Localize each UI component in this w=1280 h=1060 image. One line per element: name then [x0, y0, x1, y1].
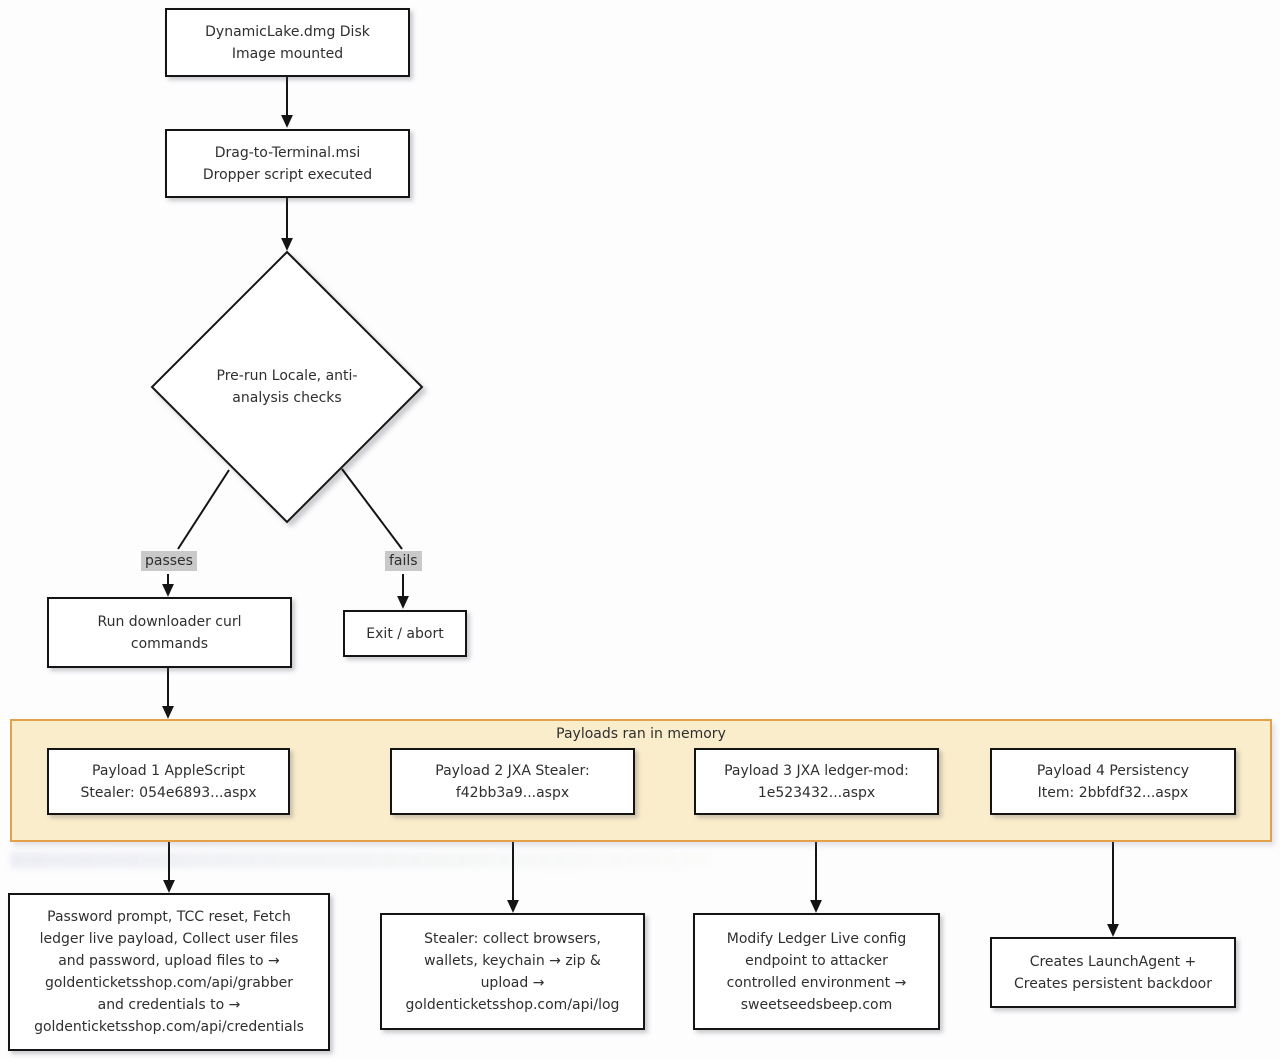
- node-dropper-script: Drag-to-Terminal.msi Dropper script exec…: [165, 129, 410, 198]
- node-payload-3: Payload 3 JXA ledger-mod: 1e523432...asp…: [694, 748, 939, 815]
- node-payload-2: Payload 2 JXA Stealer: f42bb3a9...aspx: [390, 748, 635, 815]
- node-run-downloader: Run downloader curl commands: [47, 597, 292, 668]
- faded-artifact-band: [10, 852, 710, 868]
- edge-label-passes: passes: [141, 551, 197, 571]
- node-action-ledger-mod: Modify Ledger Live config endpoint to at…: [693, 913, 940, 1030]
- node-action-stealer: Stealer: collect browsers, wallets, keyc…: [380, 913, 645, 1030]
- node-exit-abort: Exit / abort: [343, 610, 467, 657]
- branch-passes-line: [177, 469, 230, 550]
- decision-diamond-shape: [150, 250, 424, 524]
- node-payload-1: Payload 1 AppleScript Stealer: 054e6893.…: [47, 748, 290, 815]
- edge-label-fails: fails: [385, 551, 422, 571]
- node-action-grabber: Password prompt, TCC reset, Fetch ledger…: [8, 893, 330, 1051]
- node-disk-image: DynamicLake.dmg Disk Image mounted: [165, 8, 410, 77]
- group-payloads-title: Payloads ran in memory: [556, 726, 726, 742]
- decision-checks-label: Pre-run Locale, anti- analysis checks: [216, 368, 358, 406]
- branch-fails-line: [341, 468, 403, 550]
- node-payload-4: Payload 4 Persistency Item: 2bbfdf32...a…: [990, 748, 1236, 815]
- node-action-persistence: Creates LaunchAgent + Creates persistent…: [990, 937, 1236, 1008]
